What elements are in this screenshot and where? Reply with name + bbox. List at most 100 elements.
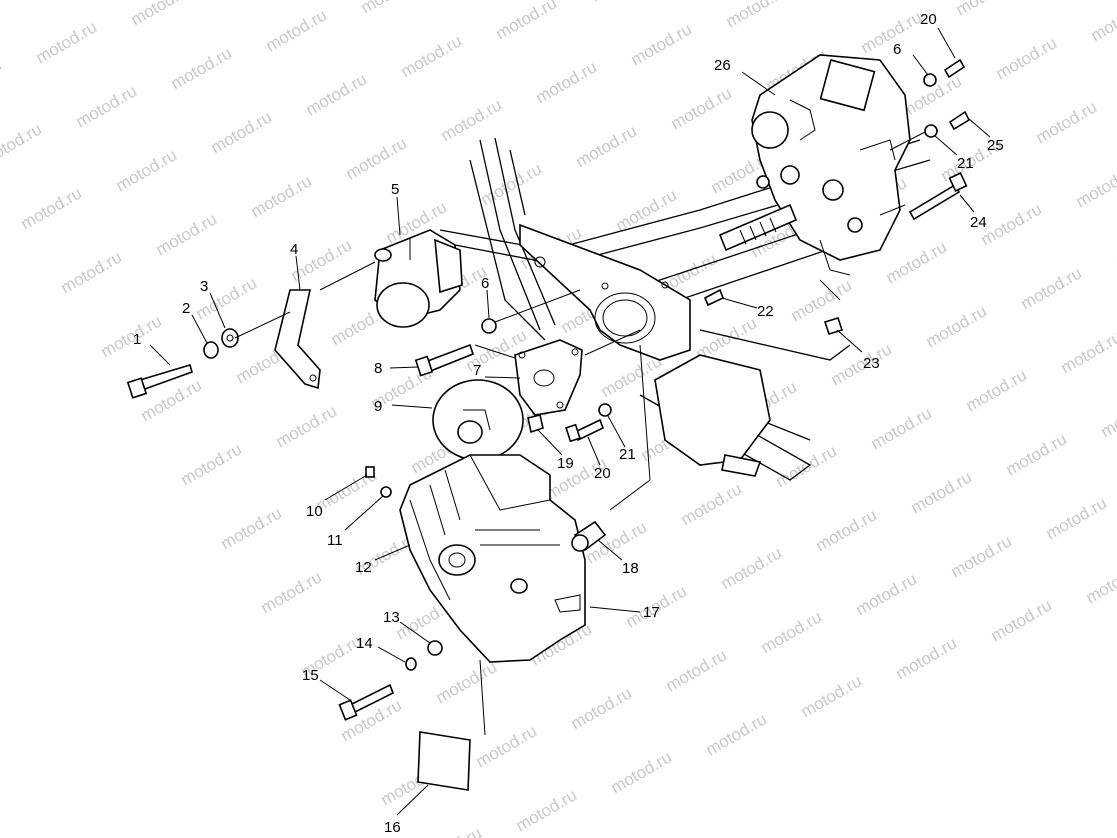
watermark-text: motod.ru	[1043, 493, 1111, 543]
watermark-text: motod.ru	[588, 0, 656, 5]
watermark-text: motod.ru	[1073, 161, 1117, 211]
callout-8: 8	[374, 360, 382, 377]
bearing-plate	[514, 339, 583, 416]
callout-6: 6	[481, 275, 489, 292]
watermark-text: motod.ru	[1018, 263, 1086, 313]
callout-9: 9	[374, 398, 382, 415]
watermark-text: motod.ru	[263, 5, 331, 55]
callout-10: 10	[306, 503, 323, 520]
watermark-text: motod.ru	[953, 0, 1021, 19]
watermark-text: motod.ru	[1083, 557, 1117, 607]
watermark-text: motod.ru	[438, 95, 506, 145]
watermark-text: motod.ru	[703, 709, 771, 759]
watermark-text: motod.ru	[248, 171, 316, 221]
watermark-text: motod.ru	[663, 645, 731, 695]
watermark-text: motod.ru	[33, 17, 101, 67]
watermark-text: motod.ru	[923, 301, 991, 351]
callout-1: 1	[133, 331, 141, 348]
watermark-text: motod.ru	[948, 531, 1016, 581]
watermark-text: motod.ru	[513, 785, 581, 835]
watermark-text: motod.ru	[258, 567, 326, 617]
watermark-text: motod.ru	[0, 55, 5, 105]
watermark-text: motod.ru	[493, 0, 561, 43]
watermark-text: motod.ru	[678, 479, 746, 529]
callout-5: 5	[391, 181, 399, 198]
watermark-text: motod.ru	[113, 145, 181, 195]
watermark-text: motod.ru	[668, 83, 736, 133]
chaincase-cover	[399, 454, 586, 663]
watermark-text: motod.ru	[788, 275, 856, 325]
callout-18: 18	[622, 560, 639, 577]
callout-23: 23	[863, 355, 880, 372]
watermark-text: motod.ru	[178, 439, 246, 489]
leader-lines	[149, 27, 991, 816]
callout-20b: 20	[920, 11, 937, 28]
drive-sprocket	[432, 379, 524, 461]
callout-4: 4	[290, 241, 298, 258]
watermark-text: motod.ru	[343, 133, 411, 183]
watermark-text: motod.ru	[153, 209, 221, 259]
callout-12: 12	[355, 559, 372, 576]
watermark-text: motod.ru	[853, 569, 921, 619]
watermark-text: motod.ru	[0, 119, 45, 169]
watermark-text: motod.ru	[723, 0, 791, 31]
watermark-text: motod.ru	[1113, 225, 1117, 275]
watermark-text: motod.ru	[978, 199, 1046, 249]
watermark-text: motod.ru	[358, 0, 426, 17]
watermark-text: motod.ru	[993, 33, 1061, 83]
watermark-text: motod.ru	[273, 401, 341, 451]
watermark-text: motod.ru	[473, 721, 541, 771]
watermark-text: motod.ru	[798, 671, 866, 721]
watermark-text: motod.ru	[58, 247, 126, 297]
engine-mount-block	[374, 229, 463, 328]
watermark-text: motod.ru	[858, 7, 926, 57]
watermark-text: motod.ru	[568, 683, 636, 733]
watermark-text: motod.ru	[893, 633, 961, 683]
watermark-text: motod.ru	[883, 237, 951, 287]
watermark-text: motod.ru	[1098, 391, 1117, 441]
callout-21b: 21	[957, 155, 974, 172]
watermark-text: motod.ru	[533, 57, 601, 107]
hardware	[126, 58, 971, 721]
callout-labels: 1 2 3 4 5 6 7 8 9 10 11 12 13 14 15 16 1…	[133, 11, 1004, 836]
watermark-text: motod.ru	[988, 595, 1056, 645]
callout-3: 3	[200, 278, 208, 295]
callout-26: 26	[714, 57, 731, 74]
watermark-text: motod.ru	[908, 467, 976, 517]
watermark-text: motod.ru	[168, 43, 236, 93]
watermark-text: motod.ru	[218, 503, 286, 553]
callout-2: 2	[182, 300, 190, 317]
watermark-text: motod.ru	[303, 69, 371, 119]
watermark-text: motod.ru	[1058, 327, 1117, 377]
watermark-text: motod.ru	[478, 159, 546, 209]
watermark-text: motod.ru	[0, 0, 60, 3]
callout-16: 16	[384, 819, 401, 836]
spacer-sleeve	[571, 520, 607, 552]
callout-7: 7	[473, 362, 481, 379]
callout-22: 22	[757, 303, 774, 320]
watermark-text: motod.ru	[418, 823, 486, 838]
watermark-text: motod.ru	[128, 0, 196, 29]
watermark-text: motod.ru	[573, 121, 641, 171]
callout-20: 20	[594, 465, 611, 482]
watermark-text: motod.ru	[963, 365, 1031, 415]
watermark-text: motod.ru	[758, 607, 826, 657]
watermark-text: motod.ru	[98, 311, 166, 361]
watermark-text: motod.ru	[398, 31, 466, 81]
watermark-text: motod.ru	[628, 19, 696, 69]
watermark-text: motod.ru	[608, 747, 676, 797]
callout-21: 21	[619, 446, 636, 463]
watermark-text: motod.ru	[828, 339, 896, 389]
watermark-text: motod.ru	[433, 657, 501, 707]
watermark-text: motod.ru	[208, 107, 276, 157]
bracket	[274, 289, 321, 390]
watermark-text: motod.ru	[868, 403, 936, 453]
callout-24: 24	[970, 214, 987, 231]
callout-19: 19	[557, 455, 574, 472]
callout-25: 25	[987, 137, 1004, 154]
watermark-text: motod.ru	[718, 543, 786, 593]
callout-11: 11	[327, 532, 343, 549]
watermark-text: motod.ru	[18, 183, 86, 233]
watermark-text: motod.ru	[73, 81, 141, 131]
